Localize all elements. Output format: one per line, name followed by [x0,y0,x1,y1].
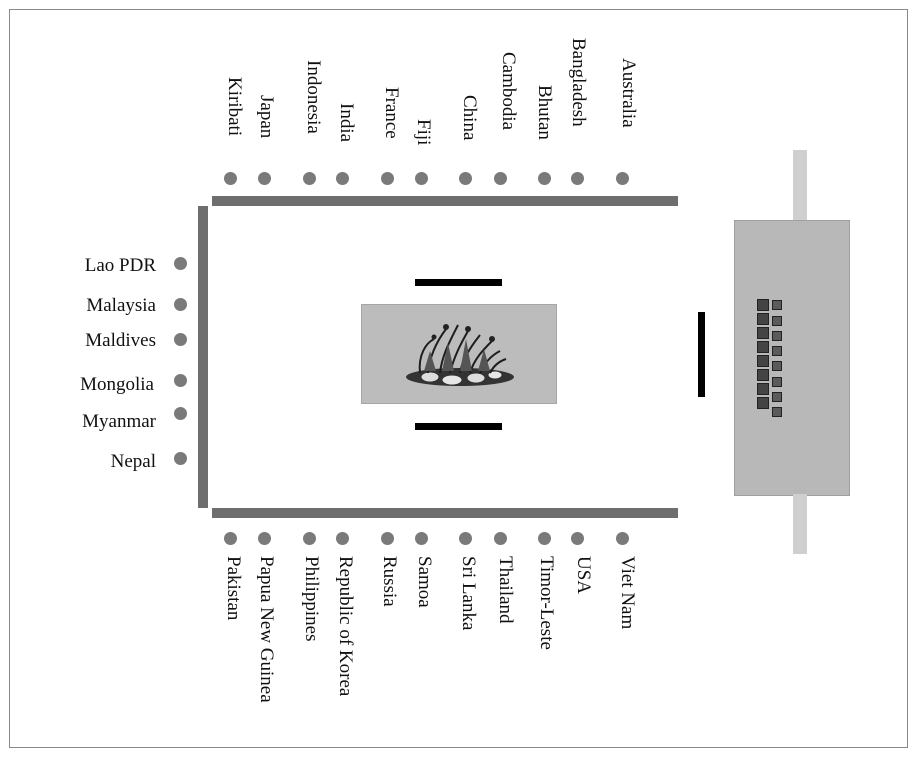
country-label-top-4: India [336,103,357,143]
country-label-left-1: Lao PDR [84,255,156,276]
country-label-bottom-5: Russia [379,556,400,607]
podium-mic-dot-5 [772,361,782,371]
center-mat [361,304,557,404]
seat-bottom-10 [571,532,584,545]
podium [734,220,850,496]
seat-top-6 [415,172,428,185]
seat-bottom-4 [336,532,349,545]
podium-mic-5 [757,355,769,367]
seat-left-1 [174,257,187,270]
podium-mic-dot-6 [772,377,782,387]
country-label-top-8: Cambodia [498,52,519,131]
seat-top-1 [224,172,237,185]
flower-arrangement-icon [406,324,514,386]
country-label-bottom-7: Sri Lanka [458,556,479,631]
country-label-left-2: Malaysia [86,295,156,316]
podium-mic-6 [757,369,769,381]
center-bar-top [415,279,502,286]
seat-bottom-9 [538,532,551,545]
podium-mic-4 [757,341,769,353]
country-label-bottom-3: Philippines [301,556,322,642]
podium-mic-dot-4 [772,346,782,356]
podium-mic-dot-1 [772,300,782,310]
country-label-bottom-11: Viet Nam [617,556,638,630]
country-label-top-5: France [381,87,402,139]
seat-left-2 [174,298,187,311]
table-left-edge [198,206,208,508]
table-top-edge [212,196,678,206]
seat-top-11 [616,172,629,185]
podium-mic-1 [757,299,769,311]
seat-top-3 [303,172,316,185]
podium-post-bottom [793,494,807,554]
seat-bottom-7 [459,532,472,545]
seat-top-2 [258,172,271,185]
center-bar-bottom [415,423,502,430]
country-label-top-1: Kiribati [224,77,245,137]
country-label-bottom-10: USA [573,556,594,595]
seat-bottom-3 [303,532,316,545]
country-label-top-2: Japan [256,95,277,139]
podium-mic-3 [757,327,769,339]
country-label-top-7: China [459,95,480,141]
country-label-top-9: Bhutan [534,85,555,140]
country-label-bottom-9: Timor-Leste [536,556,557,650]
country-label-left-6: Nepal [110,451,156,472]
country-label-left-3: Maldives [85,330,156,351]
podium-post-top [793,150,807,220]
podium-mic-8 [757,397,769,409]
country-label-left-5: Myanmar [82,411,156,432]
podium-mic-dot-8 [772,407,782,417]
seat-bottom-5 [381,532,394,545]
podium-mic-dot-3 [772,331,782,341]
seat-top-10 [571,172,584,185]
seat-bottom-1 [224,532,237,545]
podium-mic-dot-2 [772,316,782,326]
country-label-bottom-6: Samoa [414,556,435,608]
seat-left-6 [174,452,187,465]
seat-left-5 [174,407,187,420]
table-bottom-edge [212,508,678,518]
country-label-bottom-4: Republic of Korea [335,556,356,697]
country-label-top-3: Indonesia [303,60,324,134]
podium-mic-2 [757,313,769,325]
right-bar [698,312,705,397]
seat-top-7 [459,172,472,185]
seat-top-5 [381,172,394,185]
country-label-bottom-1: Pakistan [223,556,244,621]
country-label-bottom-2: Papua New Guinea [256,556,277,703]
seat-top-9 [538,172,551,185]
seat-left-4 [174,374,187,387]
country-label-top-6: Fiji [413,119,434,146]
seat-top-4 [336,172,349,185]
seat-bottom-11 [616,532,629,545]
seat-bottom-2 [258,532,271,545]
country-label-top-11: Australia [618,58,639,128]
seat-top-8 [494,172,507,185]
seat-bottom-8 [494,532,507,545]
country-label-bottom-8: Thailand [495,556,516,624]
country-label-top-10: Bangladesh [568,38,589,127]
seat-left-3 [174,333,187,346]
podium-mic-dot-7 [772,392,782,402]
country-label-left-4: Mongolia [80,374,154,395]
podium-mic-7 [757,383,769,395]
seat-bottom-6 [415,532,428,545]
